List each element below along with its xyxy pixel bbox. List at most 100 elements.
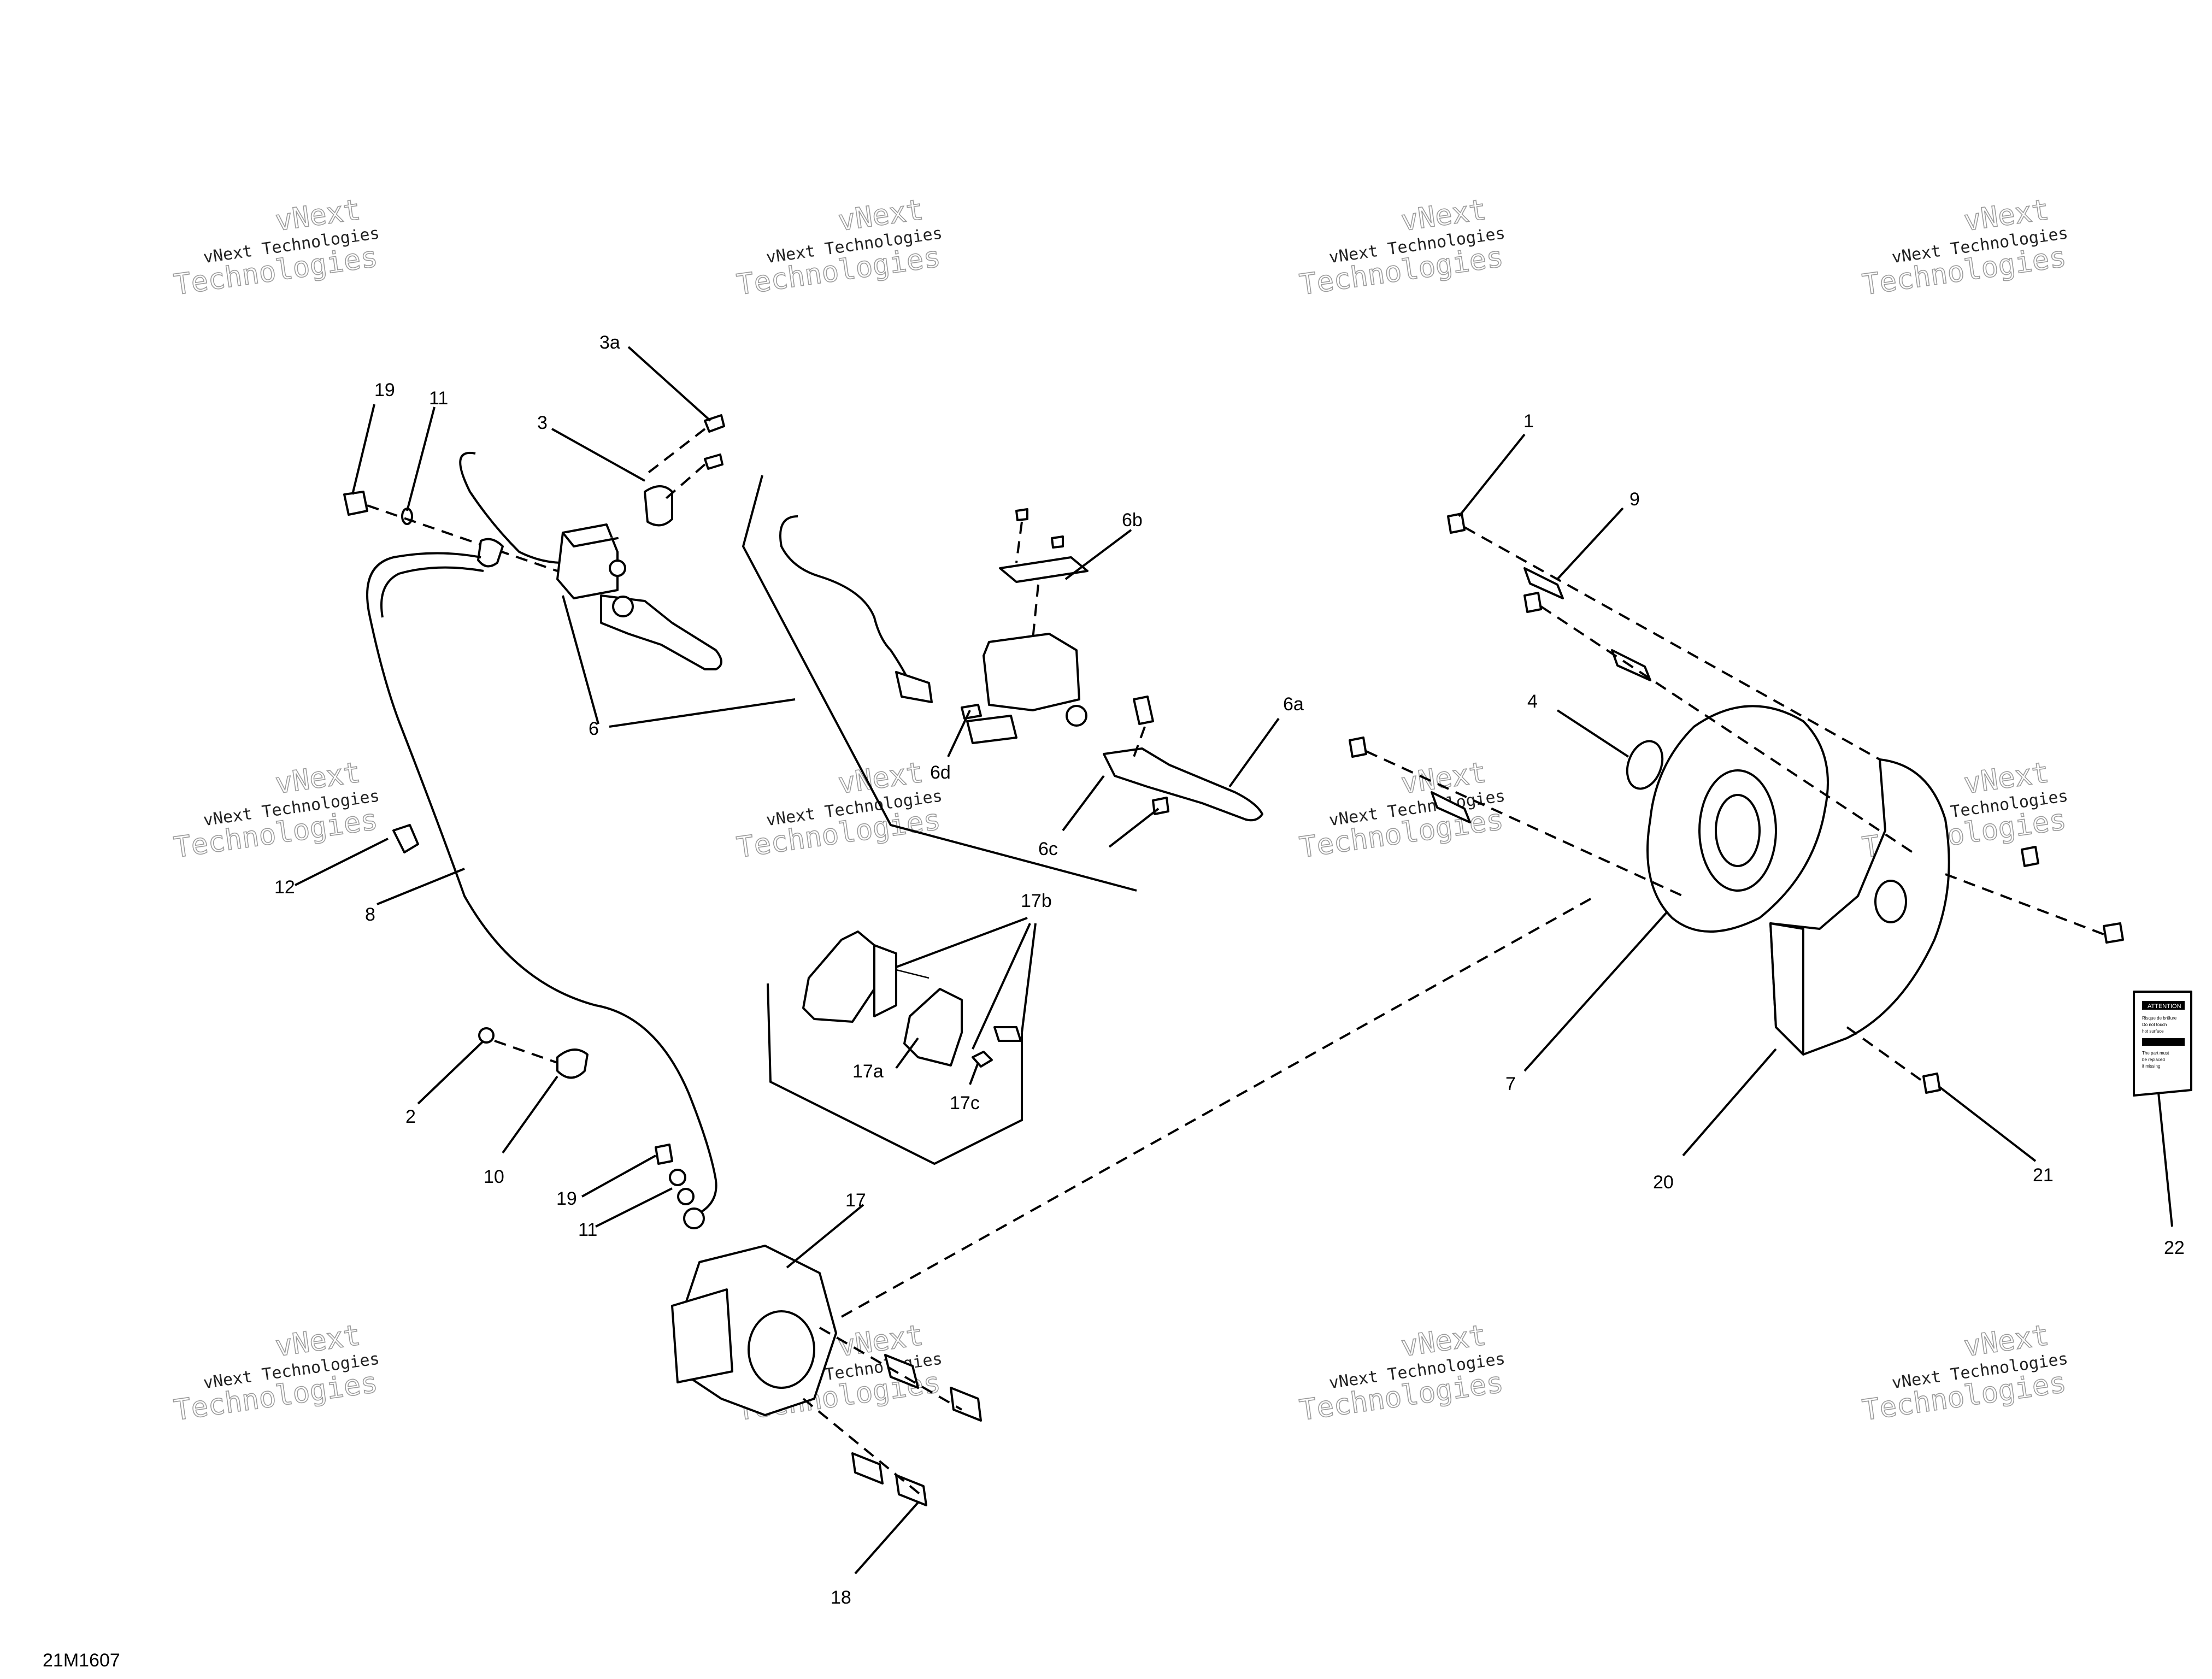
leader-4 [1556, 709, 1629, 758]
alignment-line [367, 504, 558, 572]
decal-line: The part must [2142, 1051, 2169, 1056]
alignment-line [1015, 521, 1023, 563]
guard-bolt [1447, 512, 1466, 534]
alignment-line [1032, 584, 1039, 640]
disc-bolt [1349, 737, 1367, 758]
master-cylinder-edge [562, 532, 619, 547]
leader-17b [896, 917, 1037, 1050]
hose-fitting-lower [683, 1207, 705, 1229]
caliper-bolt [895, 1474, 927, 1506]
callout-17b: 17b [1021, 891, 1052, 911]
callout-17: 17 [845, 1190, 866, 1211]
spacer [1523, 567, 1564, 599]
guard-bracket [1769, 922, 1804, 1056]
caliper-bolt [950, 1387, 982, 1422]
callout-22: 22 [2164, 1238, 2185, 1258]
o-ring [1626, 740, 1664, 790]
pad-spring [993, 1026, 1022, 1042]
brake-hose-edge [380, 566, 484, 618]
decal-line: hot surface [2142, 1029, 2164, 1034]
alignment-line [1464, 526, 1880, 761]
callout-4: 4 [1527, 691, 1538, 712]
leader-17 [786, 1204, 864, 1269]
caliper-bridge [671, 1288, 733, 1383]
brake-lever [600, 594, 722, 670]
leader-11-top [406, 407, 436, 511]
leader-8 [376, 868, 465, 905]
decal-header-bar [2142, 1001, 2185, 1010]
reservoir-body [983, 633, 1080, 711]
pad-clip [896, 969, 929, 979]
callout-17c: 17c [950, 1093, 980, 1114]
leader-10 [502, 1075, 558, 1154]
reservoir-hose-detail [779, 515, 908, 678]
brake-caliper [671, 895, 1596, 1506]
crush-washer-lower [669, 1169, 686, 1186]
brake-pad-inner [903, 988, 963, 1067]
caliper-bolt [851, 1452, 884, 1484]
leader-6c [1062, 775, 1160, 848]
disc-splines [1715, 794, 1761, 867]
callout-19-top: 19 [374, 380, 395, 400]
alignment-line [1846, 1026, 1925, 1083]
callout-labels: 19 11 3a 3 6 6b 6a 6d 6c 12 8 2 10 19 11… [274, 332, 2185, 1608]
grouping-brackets [742, 475, 1137, 1165]
leader-3a [627, 346, 711, 422]
brake-hose-assembly [366, 538, 717, 1229]
callout-6: 6 [589, 718, 599, 739]
leader-18 [854, 1501, 919, 1575]
leader-17c [969, 1062, 979, 1085]
leader-21 [1939, 1086, 2037, 1162]
callout-12: 12 [274, 877, 295, 898]
leader-20 [1682, 1048, 1777, 1157]
leader-17a [895, 1037, 919, 1069]
callout-3: 3 [537, 413, 548, 433]
switch-6d [961, 704, 982, 720]
callout-9: 9 [1629, 489, 1640, 510]
hose-connector [895, 671, 933, 703]
pad-pin [972, 1051, 993, 1068]
hose-clip [392, 824, 419, 853]
leader-19-low [581, 1154, 656, 1198]
screw-21 [1922, 1073, 1941, 1094]
clamp-bolt [704, 453, 723, 470]
alignment-line [494, 1040, 558, 1064]
guard-bolt [2021, 846, 2039, 867]
decal-line: be replaced [2142, 1057, 2165, 1062]
leader-6-right [609, 698, 796, 728]
leader-6b [1064, 529, 1132, 580]
lever-pivot [612, 596, 634, 617]
guard-bolt [2103, 922, 2124, 944]
pad-backing [873, 944, 897, 1017]
reservoir-cap [999, 556, 1089, 583]
group-bracket-6 [742, 475, 1137, 892]
disc-guard [1769, 758, 1950, 1056]
master-cylinder-exploded [779, 508, 1263, 822]
guard-hole [1874, 880, 1907, 923]
callout-6b: 6b [1122, 510, 1143, 531]
disc-guard-assembly [1447, 512, 2124, 1094]
alignment-line [1945, 873, 2104, 935]
callout-20: 20 [1653, 1172, 1674, 1193]
leader-6a [1228, 717, 1280, 788]
callout-6a: 6a [1283, 694, 1304, 715]
callout-6c: 6c [1038, 839, 1058, 859]
guard-bolt [1523, 592, 1542, 613]
leader-12 [295, 838, 389, 886]
reservoir-hose [459, 451, 563, 564]
leader-7 [1523, 911, 1668, 1072]
leader-1 [1458, 433, 1526, 517]
callout-10: 10 [484, 1167, 504, 1187]
decal-line: if missing [2142, 1064, 2160, 1069]
banjo-bolt-lower [655, 1144, 673, 1165]
leader-11-low [595, 1187, 673, 1228]
caliper-piston [748, 1310, 815, 1389]
leader-lines [295, 346, 2173, 1575]
crush-washer [401, 508, 413, 525]
decal-line: Do not touch [2142, 1022, 2167, 1027]
leader-19-top [351, 404, 375, 495]
leader-6-left [562, 595, 599, 724]
banjo-bolt [343, 491, 368, 516]
alignment-line [802, 1398, 925, 1498]
